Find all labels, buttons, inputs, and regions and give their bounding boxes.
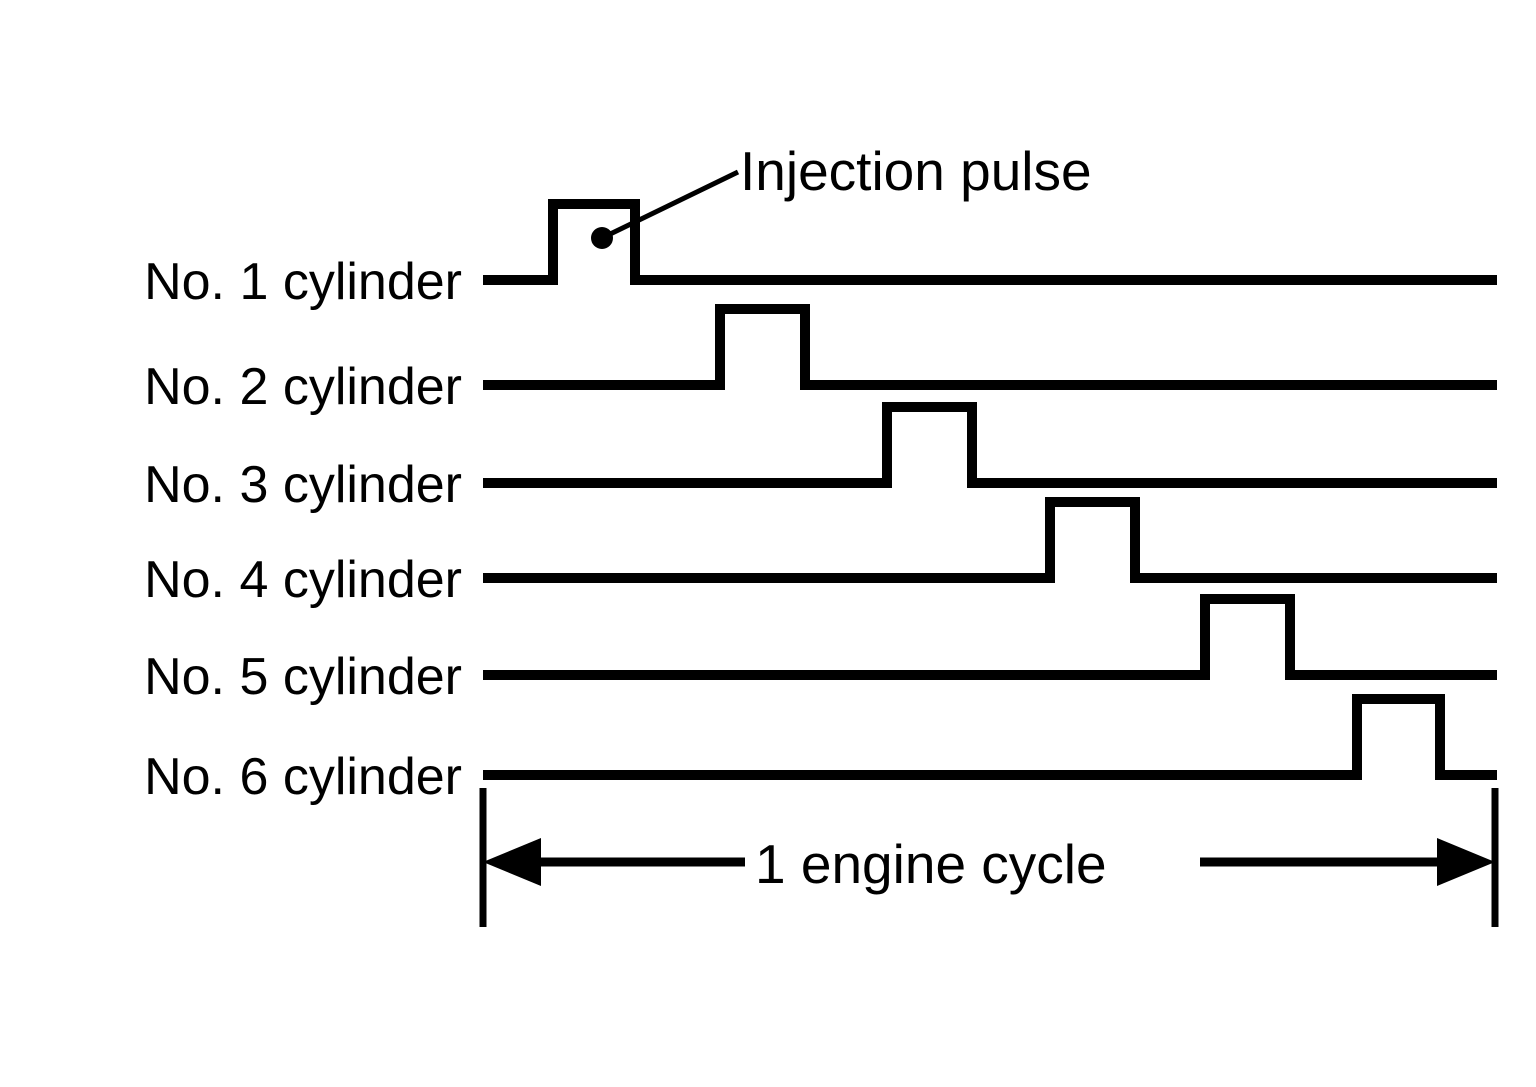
injection-pulse-label: Injection pulse (740, 140, 1092, 202)
waveform-cylinder-6 (483, 694, 1497, 780)
waveform-cylinder-1 (483, 199, 1497, 285)
engine-cycle-label: 1 engine cycle (755, 833, 1107, 895)
waveform-cylinder-2 (483, 304, 1497, 390)
row-label-cylinder-3: No. 3 cylinder (144, 456, 462, 514)
cycle-arrow-head-left-icon (483, 838, 541, 886)
row-label-cylinder-5: No. 5 cylinder (144, 648, 462, 706)
row-label-cylinder-4: No. 4 cylinder (144, 551, 462, 609)
row-label-cylinder-6: No. 6 cylinder (144, 748, 462, 806)
row-label-cylinder-2: No. 2 cylinder (144, 358, 462, 416)
callout-leader-line (600, 169, 740, 241)
callout-dot-icon (591, 227, 613, 249)
waveform-cylinder-4 (483, 497, 1497, 583)
cycle-arrow-head-right-icon (1437, 838, 1495, 886)
waveform-cylinder-3 (483, 402, 1497, 488)
waveform-cylinder-5 (483, 594, 1497, 680)
row-label-cylinder-1: No. 1 cylinder (144, 253, 462, 311)
